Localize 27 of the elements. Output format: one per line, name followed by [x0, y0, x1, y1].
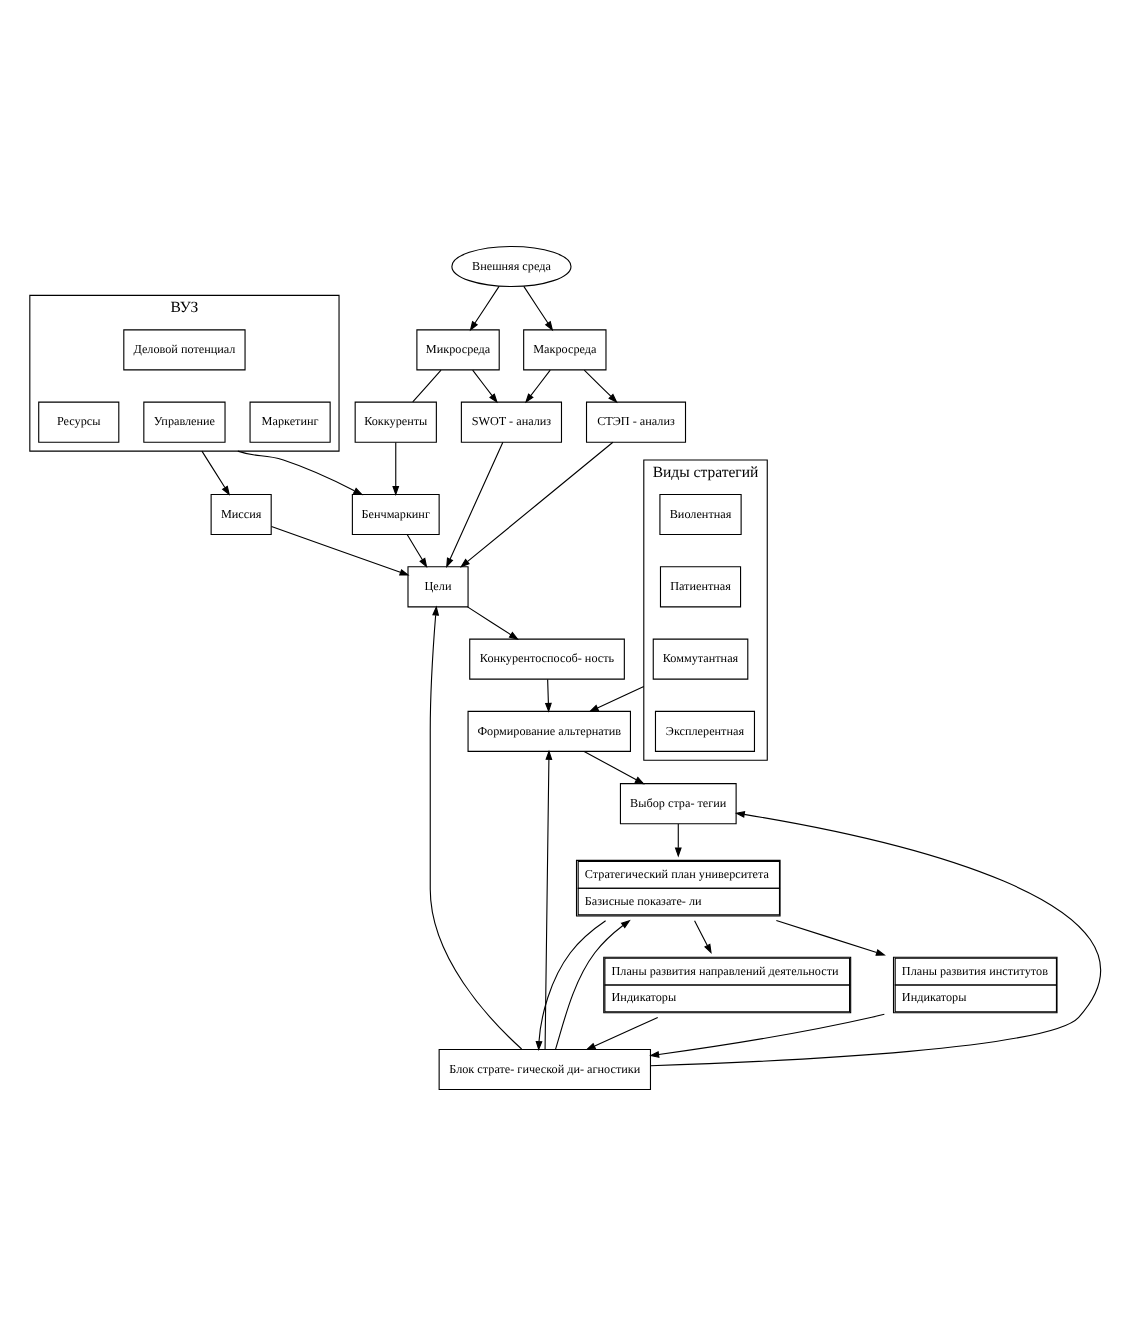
arrow [201, 450, 231, 496]
arrow [392, 441, 400, 496]
arrow [523, 285, 554, 332]
arrow [544, 749, 553, 1050]
arrow [694, 920, 712, 955]
arrow [237, 450, 364, 496]
arrow [583, 750, 645, 785]
arrow [585, 1016, 659, 1050]
connector [412, 369, 442, 403]
arrow [544, 678, 552, 713]
arrow [406, 534, 428, 568]
arrow [588, 685, 645, 712]
arrow [650, 811, 1101, 1067]
arrow [472, 369, 498, 404]
arrow [674, 823, 682, 858]
arrow [535, 920, 607, 1052]
arrow [649, 1013, 885, 1058]
arrow [459, 441, 614, 568]
arrow [525, 369, 551, 404]
arrow [270, 525, 410, 576]
arrow [775, 920, 886, 956]
arrow [446, 441, 504, 568]
arrow [583, 369, 618, 404]
arrow [469, 285, 500, 332]
arrow [429, 605, 523, 1050]
arrow [466, 606, 519, 640]
arrow [554, 919, 631, 1050]
